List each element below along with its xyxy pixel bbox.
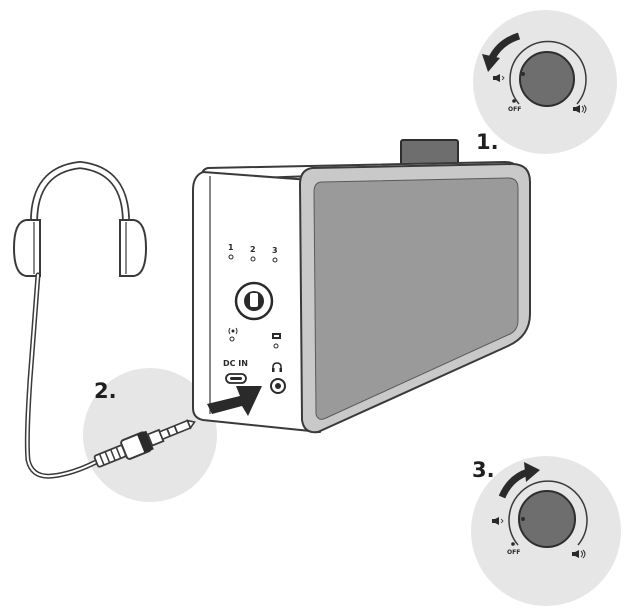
preset-2-label: 2: [250, 245, 256, 254]
dc-in-label: DC IN: [223, 359, 248, 368]
preset-3-label: 3: [272, 246, 278, 255]
radio-front-grille: [313, 177, 519, 420]
rotate-left-arrowhead: [482, 54, 500, 72]
step-2-label: 2.: [94, 379, 117, 403]
volume-knob[interactable]: [518, 490, 576, 548]
display-led: [273, 343, 279, 349]
headphones-icon: [12, 160, 148, 479]
display-icon: [272, 333, 281, 339]
left-earcup: [12, 219, 41, 277]
volume-min-icon: [492, 517, 504, 525]
audio-plug-icon: [93, 419, 196, 468]
headphone-jack-hole: [275, 383, 281, 389]
headband-inner: [31, 162, 129, 225]
preset-3-led: [272, 257, 278, 263]
off-position-dot: [512, 99, 516, 103]
volume-max-icon: [573, 104, 587, 114]
knob-scale-arc: [509, 40, 587, 105]
tuning-knob-notch: [250, 293, 258, 307]
plug-tip: [186, 419, 196, 430]
off-label: OFF: [508, 106, 521, 113]
preset-1-led: [228, 254, 234, 260]
knob-indicator-dot: [521, 72, 525, 76]
step-2-group: 2.: [12, 160, 262, 479]
rotate-right-arrowhead: [524, 462, 540, 482]
volume-knob[interactable]: [519, 51, 575, 107]
step-3-label: 3.: [472, 458, 495, 482]
radio-device: 1 2 3 DC IN: [192, 139, 531, 434]
knob-indicator-dot: [521, 517, 525, 521]
knob-scale-arc: [508, 480, 588, 546]
preset-1-label: 1: [228, 243, 234, 252]
rotate-right-arrow-icon: [498, 468, 530, 499]
volume-min-icon: [493, 74, 505, 82]
headband: [30, 160, 130, 226]
volume-max-icon: [572, 549, 586, 559]
preset-2-led: [250, 256, 256, 262]
dc-in-port-slot: [230, 377, 242, 380]
rotate-left-arrow-icon: [488, 32, 521, 60]
off-label: OFF: [507, 549, 520, 556]
off-position-dot: [511, 542, 515, 546]
step-1-group: OFF 1.: [473, 10, 617, 154]
antenna-icon: [228, 327, 238, 335]
headphone-cable-inner: [26, 274, 97, 478]
right-earcup: [119, 219, 148, 277]
step-1-label: 1.: [476, 130, 499, 154]
plug-band: [136, 430, 154, 454]
antenna-led: [229, 336, 235, 342]
step-3-group: OFF 3.: [471, 456, 621, 606]
insert-arrow-icon: [207, 386, 262, 416]
headphone-jack-icon: [272, 362, 282, 372]
